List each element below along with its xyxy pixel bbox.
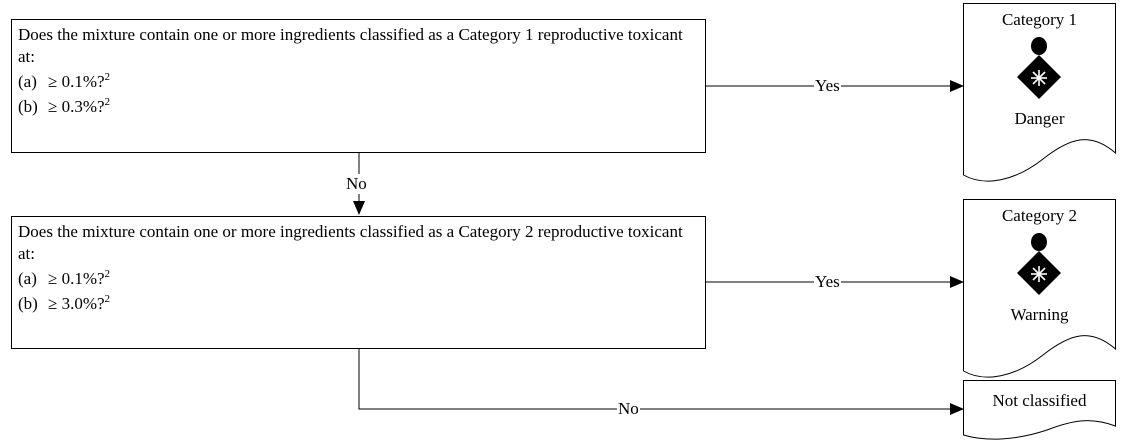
option-threshold: ≥ 0.3%? xyxy=(48,97,105,116)
q1-no-label: No xyxy=(345,174,368,194)
outcome-signal-word: Warning xyxy=(1010,305,1069,324)
q2-yes-label: Yes xyxy=(814,272,841,292)
question-2-option-a: (a) ≥ 0.1%?2 xyxy=(18,268,699,290)
document-shape xyxy=(963,380,1116,440)
health-hazard-icon xyxy=(1017,233,1061,295)
question-1-text: Does the mixture contain one or more ing… xyxy=(18,25,683,66)
option-threshold: ≥ 0.1%? xyxy=(48,72,105,91)
q1-yes-label: Yes xyxy=(814,76,841,96)
footnote-ref: 2 xyxy=(104,293,111,305)
option-threshold: ≥ 0.1%? xyxy=(48,269,105,288)
outcome-title: Category 2 xyxy=(1001,206,1078,225)
outcome-signal-word: Danger xyxy=(1014,109,1065,128)
option-threshold: ≥ 3.0%? xyxy=(48,294,105,313)
footnote-ref: 2 xyxy=(104,71,111,83)
q2-no-arrow xyxy=(358,349,964,415)
question-1-option-a: (a) ≥ 0.1%?2 xyxy=(18,71,699,93)
question-1-box: Does the mixture contain one or more ing… xyxy=(11,19,706,153)
question-2-option-b: (b) ≥ 3.0%?2 xyxy=(18,293,699,315)
health-hazard-icon xyxy=(1017,37,1061,99)
question-2-box: Does the mixture contain one or more ing… xyxy=(11,216,706,349)
outcome-category-2: Category 2 Warning xyxy=(963,199,1116,389)
option-label: (a) xyxy=(18,72,37,91)
footnote-ref: 2 xyxy=(104,268,111,280)
question-1-option-b: (b) ≥ 0.3%?2 xyxy=(18,96,699,118)
outcome-not-classified: Not classified xyxy=(963,380,1116,440)
outcome-category-1: Category 1 Danger xyxy=(963,3,1116,193)
outcome-title: Category 1 xyxy=(1001,10,1078,29)
option-label: (b) xyxy=(18,294,38,313)
option-label: (b) xyxy=(18,97,38,116)
footnote-ref: 2 xyxy=(104,96,111,108)
question-2-text: Does the mixture contain one or more ing… xyxy=(18,222,683,263)
option-label: (a) xyxy=(18,269,37,288)
q2-no-label: No xyxy=(617,399,640,419)
outcome-title: Not classified xyxy=(992,391,1087,410)
